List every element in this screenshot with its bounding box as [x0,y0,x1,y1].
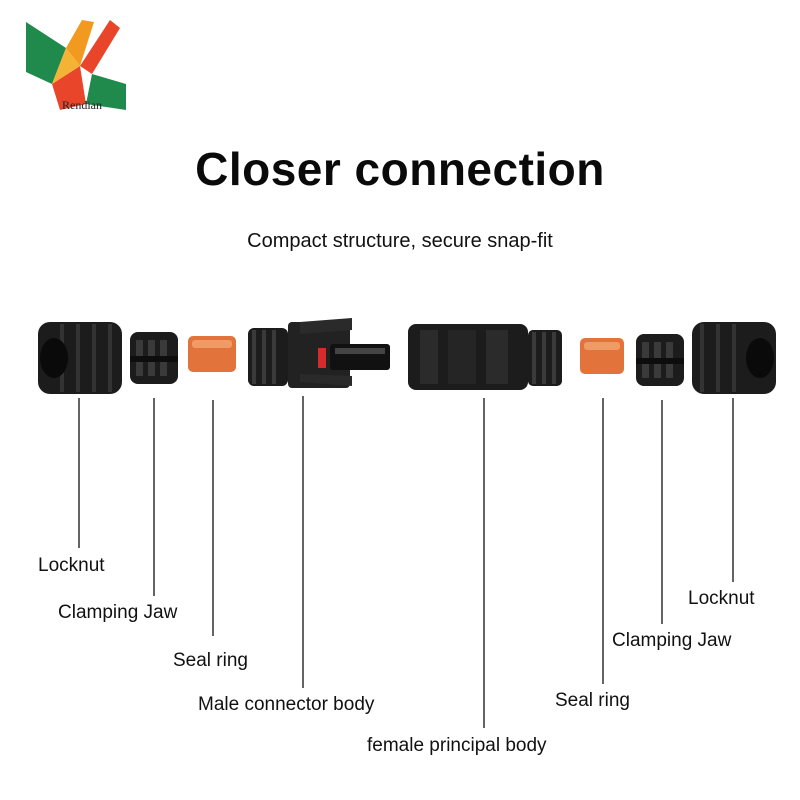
connector-parts-illustration [0,300,800,420]
label-male-connector-body: Male connector body [198,694,374,716]
page-subtitle: Compact structure, secure snap-fit [0,230,800,253]
locknut-right-part [692,322,776,394]
clamping-jaw-left-part [130,332,178,384]
label-locknut-right: Locknut [688,588,755,610]
female-principal-body-part [408,324,562,390]
label-seal-ring-left: Seal ring [173,650,248,672]
page-title: Closer connection [0,142,800,196]
brand-name: Rendian [52,98,112,113]
seal-ring-left-part [188,336,236,372]
label-clamping-jaw-right: Clamping Jaw [612,630,731,652]
label-locknut-left: Locknut [38,555,105,577]
label-clamping-jaw-left: Clamping Jaw [58,602,177,624]
label-female-principal-body: female principal body [367,735,547,757]
seal-ring-right-part [580,338,624,374]
male-connector-body-part [248,318,390,388]
locknut-left-part [38,322,122,394]
clamping-jaw-right-part [636,334,684,386]
label-seal-ring-right: Seal ring [555,690,630,712]
